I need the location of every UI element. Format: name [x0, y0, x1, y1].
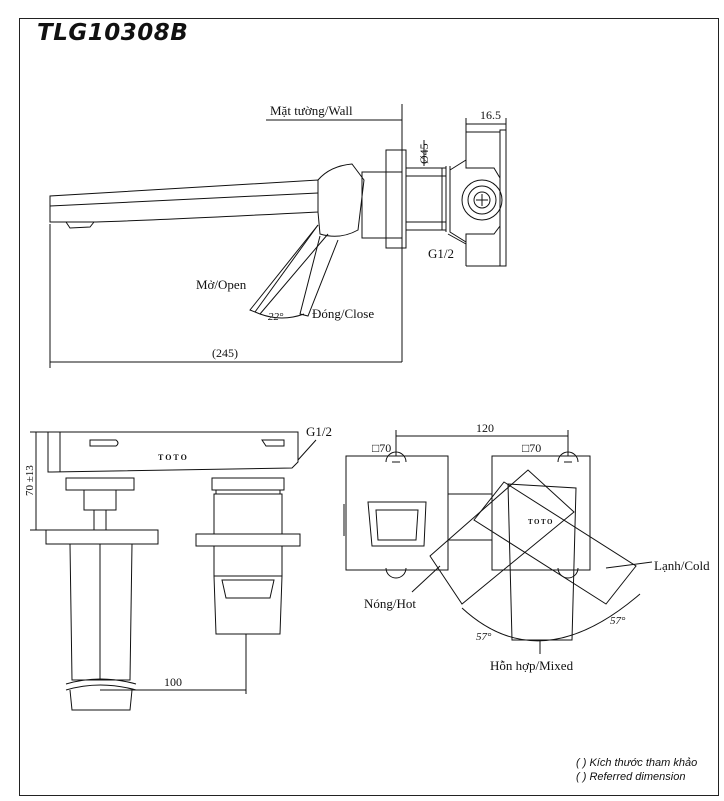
angle-label: 22°	[268, 311, 284, 323]
cold-leader	[605, 561, 653, 569]
open-label: Mở/Open	[196, 277, 247, 292]
angle-arc	[259, 313, 305, 319]
handle-mixed	[507, 483, 577, 641]
handle-detail	[221, 579, 275, 599]
spout-inner-line	[49, 192, 319, 207]
handle-hot	[429, 469, 575, 605]
drawing-frame	[19, 18, 719, 796]
lever-inner	[254, 224, 319, 313]
lever-open	[249, 224, 329, 315]
handle-cold	[473, 481, 637, 605]
side-view: Mặt tường/Wall Ø45 16.5 G1/2 Mở/Open Đón…	[49, 103, 507, 368]
brand-mark: TOTO	[158, 453, 189, 462]
front-view: TOTO G1/2 70 ±13 100	[24, 424, 332, 711]
spout-outlet	[367, 501, 427, 547]
spacing-label: 120	[476, 421, 494, 435]
angle-left: 57°	[476, 631, 492, 643]
break-line	[65, 678, 137, 685]
rotation-arc	[461, 593, 641, 642]
mount-plate	[499, 129, 507, 267]
hanger-plate	[45, 529, 159, 545]
port-mid	[467, 185, 497, 215]
model-title: TLG10308B	[37, 20, 189, 46]
diameter-label: Ø45	[417, 143, 431, 164]
valve-body	[361, 171, 403, 239]
valve-lower	[213, 545, 283, 577]
thread-leader	[297, 439, 317, 461]
hanger-stem	[93, 509, 107, 531]
thread-leader	[447, 233, 467, 245]
valve-upper	[213, 493, 283, 535]
valve-top	[211, 477, 285, 491]
spout-outlet-inner	[375, 509, 419, 541]
valve-ring	[215, 489, 281, 495]
angle-right: 57°	[610, 615, 626, 627]
hot-label: Nóng/Hot	[364, 596, 416, 611]
port-inner	[473, 191, 491, 209]
spout-aerator	[65, 221, 95, 229]
port-outer	[461, 179, 503, 221]
thread-label: G1/2	[428, 246, 454, 261]
brand-mark: TOTO	[528, 518, 554, 526]
thread-label: G1/2	[306, 424, 332, 439]
wall-label: Mặt tường/Wall	[270, 103, 353, 118]
plate-right	[491, 455, 591, 571]
dimension-notes: ( ) Kích thước tham khảo ( ) Referred di…	[576, 756, 697, 784]
spout-top-body	[47, 431, 299, 473]
slot-left	[89, 439, 119, 447]
depth-label: 16.5	[480, 108, 501, 122]
valve-collar	[405, 167, 447, 231]
lever-close	[299, 235, 339, 317]
valve-plate	[195, 533, 301, 547]
hanger-cap	[65, 477, 135, 491]
screw-bottom-left	[385, 567, 407, 579]
hot-leader	[411, 565, 441, 593]
height-label: 70 ±13	[24, 465, 36, 496]
note-vietnamese: ( ) Kích thước tham khảo	[576, 757, 698, 769]
close-label: Đóng/Close	[312, 306, 374, 321]
cold-label: Lạnh/Cold	[654, 558, 710, 573]
valve-housing	[449, 159, 501, 243]
plate-size-left: □70	[372, 441, 391, 455]
break-line	[65, 684, 137, 691]
mixed-label: Hỗn hợp/Mixed	[490, 658, 574, 673]
screw-bottom-right	[557, 567, 579, 579]
handle-front	[213, 575, 283, 635]
handle-cap	[317, 163, 365, 237]
top-view: TOTO 57° 57° 120 □70 □70 Nóng/Hot Lạnh/C…	[343, 421, 710, 673]
length-label: (245)	[212, 346, 238, 360]
escutcheon-flange	[385, 149, 407, 249]
hanger-tube	[69, 543, 133, 681]
hanger-tube-end	[69, 689, 133, 711]
plate-left	[345, 455, 449, 571]
slot-right	[261, 439, 285, 447]
plate-size-right: □70	[522, 441, 541, 455]
hanger-nut	[83, 489, 117, 511]
spout-outline	[49, 179, 319, 223]
offset-label: 100	[164, 675, 182, 689]
note-english: ( ) Referred dimension	[576, 771, 686, 783]
